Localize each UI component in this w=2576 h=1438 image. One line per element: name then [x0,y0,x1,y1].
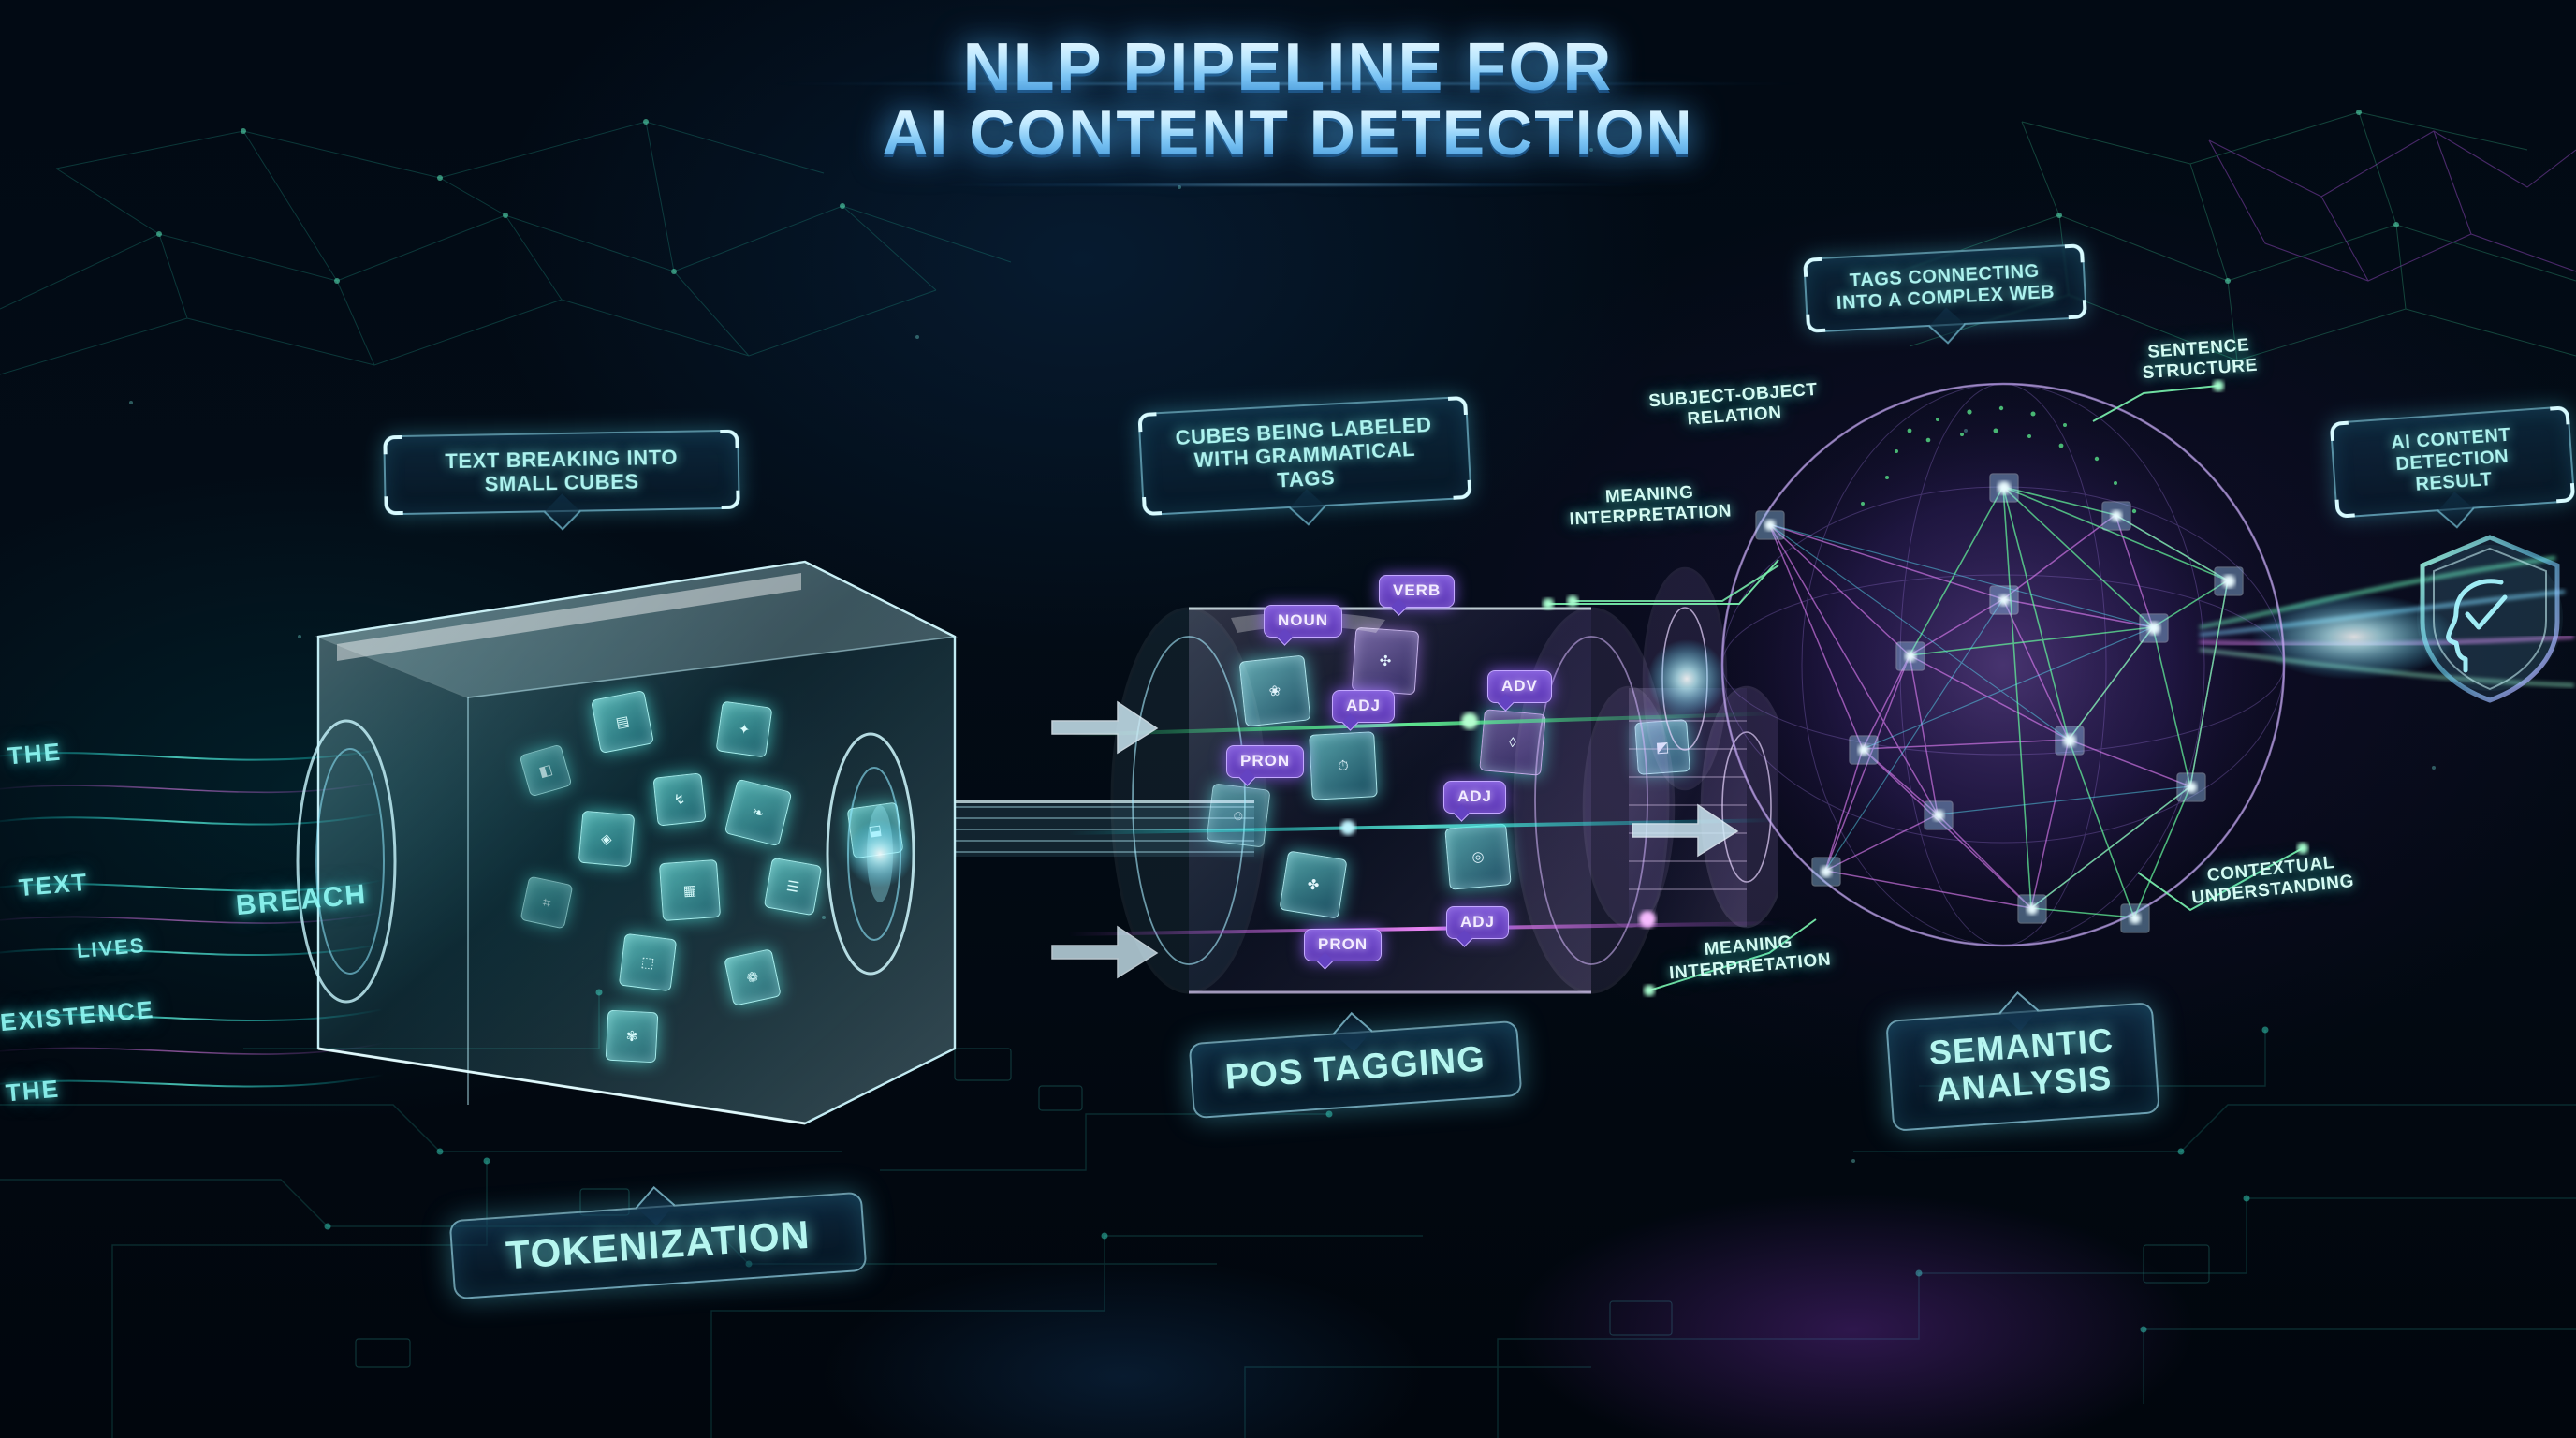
tokenization-callout[interactable]: TEXT BREAKING INTO SMALL CUBES [383,429,740,515]
corner-bracket [2329,420,2350,442]
tag-pron-2[interactable]: PRON [1304,929,1383,961]
semantic-callout[interactable]: TAGS CONNECTING INTO A COMPLEX WEB [1803,243,2087,333]
corner-bracket [1803,257,1823,277]
result-callout[interactable]: AI CONTENT DETECTION RESULT [2329,405,2576,519]
tag-adj-2[interactable]: ADJ [1443,781,1507,814]
page-title: NLP PIPELINE FOR AI CONTENT DETECTION [0,34,2576,186]
anno-meaning-top: MEANING INTERPRETATION [1569,482,1733,530]
corner-bracket [2550,405,2570,426]
corner-bracket [721,490,740,509]
corner-bracket [1447,395,1468,416]
flow-arrow-2 [1051,925,1159,979]
corner-bracket [383,434,402,455]
semantic-sphere [1642,382,2286,947]
tag-noun[interactable]: NOUN [1264,605,1343,638]
corner-bracket [384,495,403,515]
tag-adj-1[interactable]: ADJ [1332,690,1396,723]
tag-pron-1[interactable]: PRON [1226,745,1305,778]
title-line-1: NLP PIPELINE FOR [0,34,2576,101]
title-line-2: AI CONTENT DETECTION [0,101,2576,165]
tag-verb[interactable]: VERB [1379,575,1456,608]
tag-adv[interactable]: ADV [1487,670,1552,703]
corner-bracket [1137,412,1158,433]
stage-semantic-analysis[interactable]: SEMANTIC ANALYSIS [1885,1002,2160,1132]
corner-bracket [1806,313,1826,333]
corner-bracket [1142,496,1163,517]
detection-result-shield [2396,524,2576,716]
pos-callout[interactable]: CUBES BEING LABELED WITH GRAMMATICAL TAG… [1137,395,1472,517]
stage-tokenization[interactable]: TOKENIZATION [448,1191,868,1300]
callout-line-2: SMALL CUBES [484,469,639,496]
corner-bracket [1452,479,1472,500]
corner-bracket [2067,300,2087,320]
title-flare-top [773,82,1803,85]
anno-sentence-structure: SENTENCE STRUCTURE [2142,335,2259,384]
flow-arrow-3 [1632,803,1739,858]
tag-adj-3[interactable]: ADJ [1446,906,1510,939]
flow-arrow-1 [1051,700,1159,755]
pos-tagging-container [1067,607,1778,994]
corner-bracket [2064,243,2085,264]
tokenization-container [296,560,959,1125]
shield-check-icon [2446,579,2508,673]
corner-bracket [720,429,739,449]
title-flare-bottom [932,183,1644,186]
